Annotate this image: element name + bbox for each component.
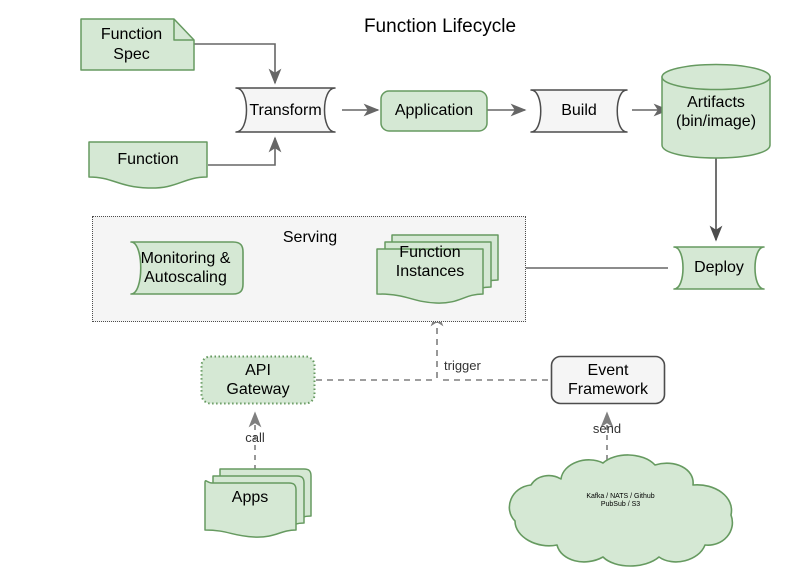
edge-functionspec-transform: [193, 43, 282, 85]
node-application[interactable]: [380, 90, 488, 132]
node-function-label: Function: [117, 151, 179, 169]
diagram-title: Function Lifecycle: [363, 16, 517, 37]
node-build[interactable]: [523, 88, 635, 134]
edge-label-trigger: trigger: [444, 358, 481, 373]
node-function-spec-label: Function Spec: [100, 26, 163, 63]
node-function[interactable]: [88, 141, 208, 189]
node-apps-label: Apps: [231, 489, 269, 507]
node-deploy-label: Deploy: [694, 259, 744, 277]
node-transform[interactable]: [228, 86, 343, 135]
node-api-gateway-label: API Gateway: [226, 361, 290, 398]
node-deploy[interactable]: [665, 245, 773, 291]
edge-label-call: call: [245, 430, 265, 445]
node-function-instances[interactable]: [375, 232, 500, 304]
node-artifacts-label: Artifacts (bin/image): [675, 93, 757, 130]
node-monitoring-autoscaling[interactable]: [122, 240, 244, 296]
node-api-gateway[interactable]: [200, 355, 316, 405]
node-transform-label: Transform: [249, 101, 322, 119]
node-application-label: Application: [394, 102, 474, 120]
node-event-sources-cloud-label: Kafka / NATS / Github PubSub / S3: [586, 492, 655, 508]
node-event-framework[interactable]: [550, 355, 666, 405]
edge-function-transform: [208, 136, 282, 166]
node-apps[interactable]: [203, 466, 313, 538]
serving-container-label: Serving: [282, 229, 338, 246]
node-event-sources-cloud[interactable]: [503, 454, 738, 570]
node-build-label: Build: [561, 102, 597, 120]
node-monitoring-autoscaling-label: Monitoring & Autoscaling: [140, 249, 231, 286]
node-event-framework-label: Event Framework: [567, 361, 648, 398]
node-artifacts[interactable]: [661, 63, 771, 159]
node-function-instances-label: Function Instances: [395, 243, 465, 280]
edge-label-send: send: [592, 421, 622, 436]
